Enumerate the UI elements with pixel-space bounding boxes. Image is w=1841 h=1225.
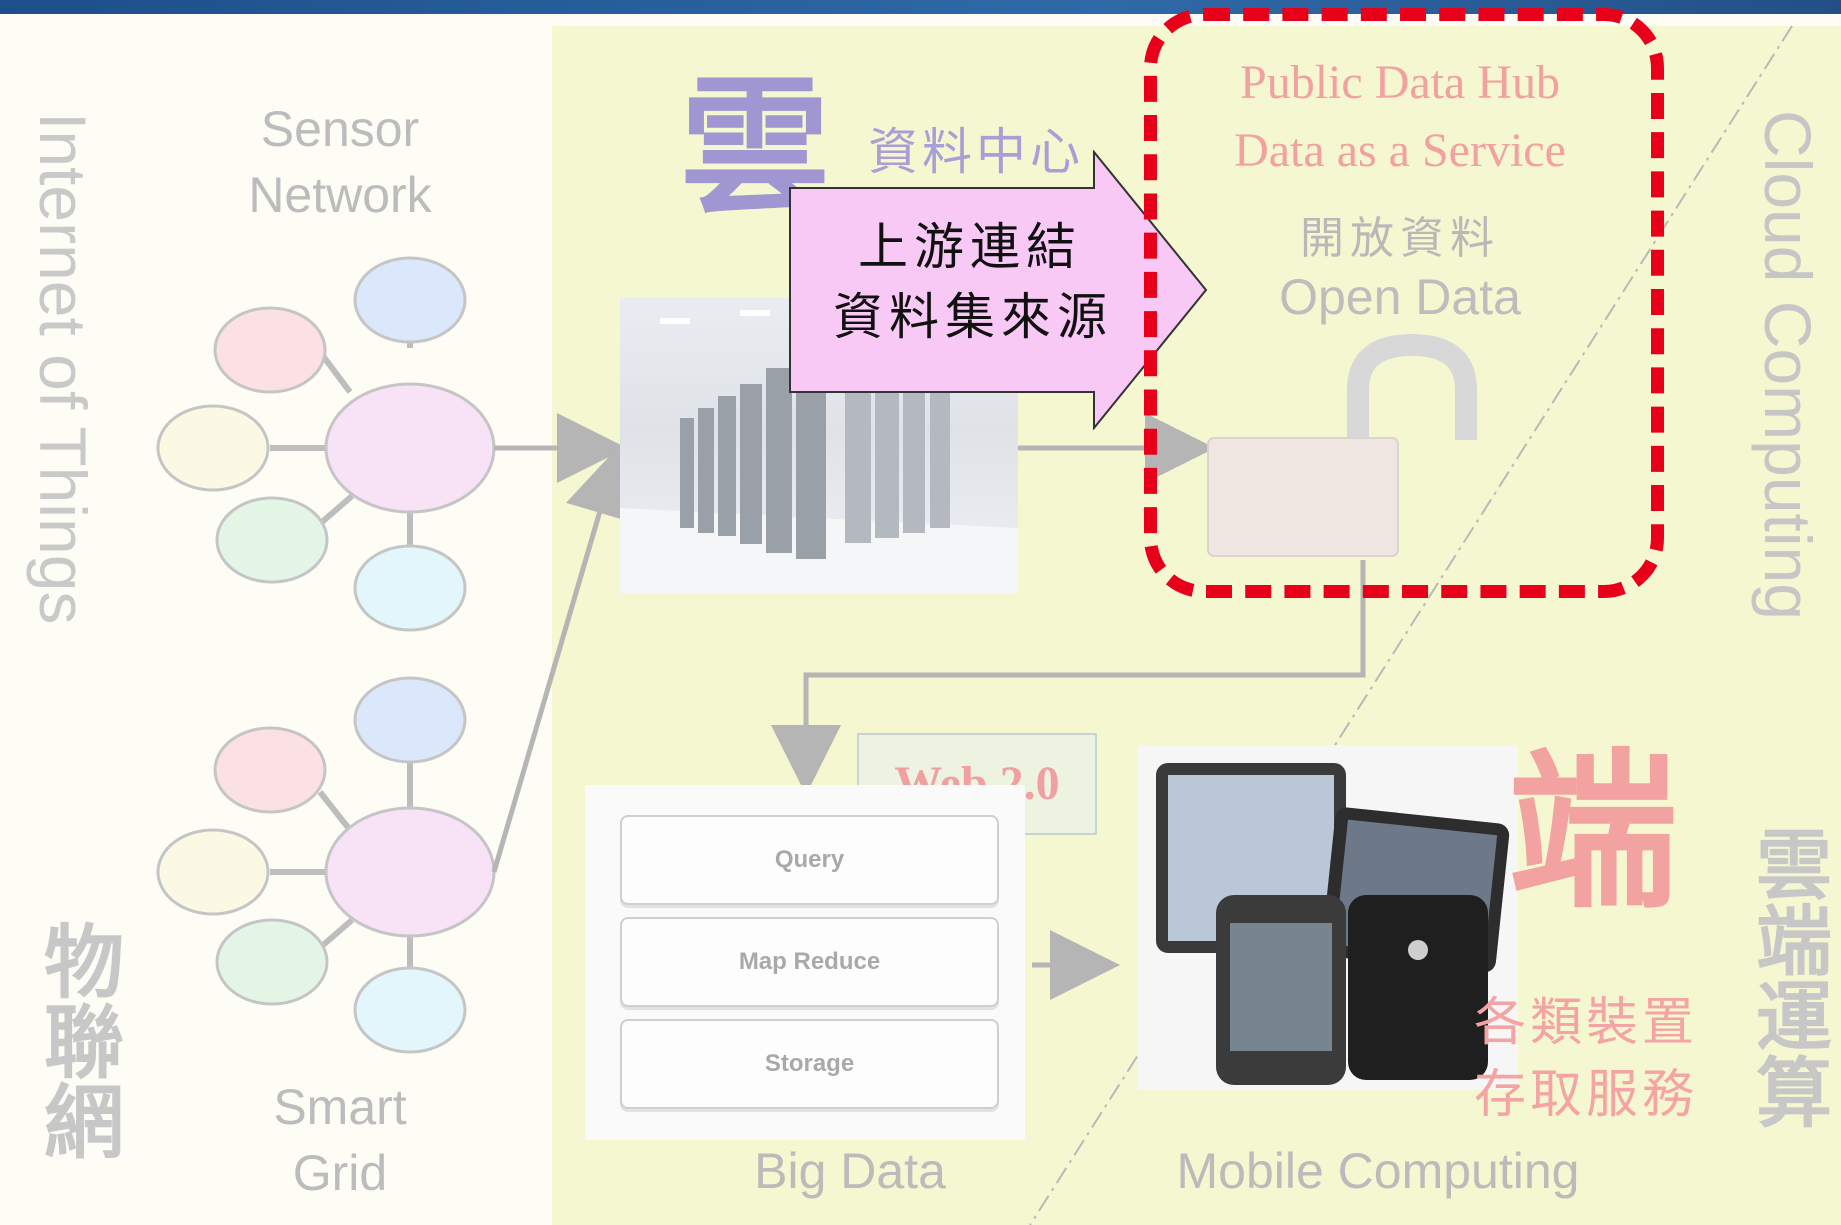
padlock-shackle <box>1347 333 1477 440</box>
big-data-stack: Query Map Reduce Storage <box>585 785 1025 1140</box>
open-data-highlight-box <box>1144 8 1664 598</box>
map-reduce-layer: Map Reduce <box>620 917 999 1007</box>
smart-grid-label: Smart Grid <box>273 1079 407 1201</box>
sensor-node-green <box>215 496 329 584</box>
callout-line-2: 資料集來源 <box>833 289 1113 345</box>
data-center-label: 資料中心 <box>868 124 1084 180</box>
device-access-line-1: 各類裝置 <box>1474 995 1699 1052</box>
data-as-a-service-text: Data as a Service <box>1234 124 1566 177</box>
big-data-label: Big Data <box>754 1143 946 1199</box>
sensor-network-label: Sensor Network <box>248 101 432 223</box>
device-access-line-2: 存取服務 <box>1474 1067 1699 1124</box>
open-data-label: Open Data <box>1279 269 1521 325</box>
callout-line-1: 上游連結 <box>858 219 1082 275</box>
storage-layer: Storage <box>620 1019 999 1109</box>
device-glyph: 端 <box>1508 740 1679 928</box>
grid-hub-node <box>324 806 496 938</box>
grid-node-pink <box>213 726 327 814</box>
grid-node-cyan <box>353 966 467 1054</box>
cloud-computing-title: Cloud Computing <box>1751 110 1825 620</box>
diagonal-divider <box>1029 25 1793 1225</box>
grid-node-yellow <box>156 828 270 916</box>
sensor-node-cyan <box>353 544 467 632</box>
open-data-chinese: 開放資料 <box>1300 214 1500 263</box>
mobile-computing-label: Mobile Computing <box>1176 1143 1580 1199</box>
grid-node-green <box>215 918 329 1006</box>
mobile-devices-photo <box>1138 745 1518 1090</box>
sensor-hub-node <box>324 382 496 514</box>
internet-of-things-title: Internet of Things <box>26 112 100 625</box>
grid-node-blue <box>353 676 467 764</box>
padlock-body <box>1207 437 1399 557</box>
sensor-node-blue <box>353 256 467 344</box>
sensor-node-yellow <box>156 404 270 492</box>
public-data-hub-text: Public Data Hub <box>1240 56 1560 109</box>
cloud-computing-chinese-title: 雲端運算 <box>1744 825 1828 1129</box>
sensor-node-pink <box>213 306 327 394</box>
iot-chinese-title: 物聯網 <box>32 920 120 1160</box>
query-layer: Query <box>620 815 999 905</box>
